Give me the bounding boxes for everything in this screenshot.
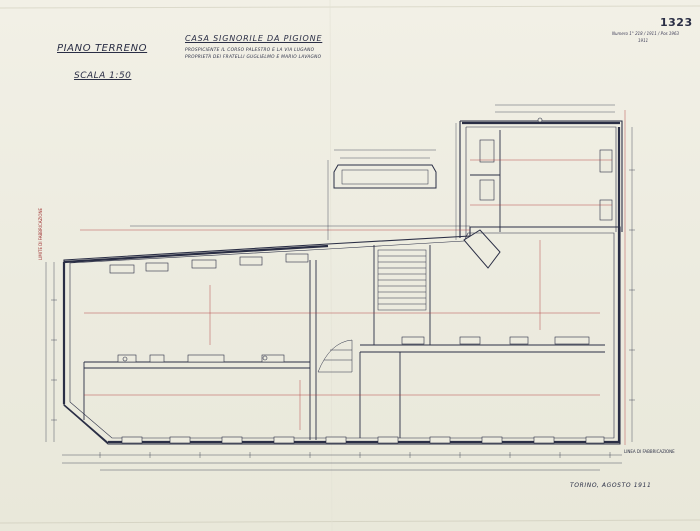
diagonal-wall bbox=[63, 404, 109, 444]
archive-note-year: 1911 bbox=[638, 38, 649, 43]
plan-title: PIANO TERRENO bbox=[57, 43, 148, 54]
scale-label: SCALA 1:50 bbox=[74, 71, 132, 81]
balcony-bay bbox=[333, 164, 437, 189]
outer-walls bbox=[63, 120, 623, 445]
staircase bbox=[317, 249, 427, 373]
archive-note: Numero 1° 218 / 1911 / Pos 1963 bbox=[612, 31, 680, 36]
dimension-lines-red bbox=[80, 110, 626, 445]
fixtures bbox=[109, 117, 613, 363]
dimension-ticks bbox=[51, 169, 635, 458]
corner-bay bbox=[463, 229, 501, 269]
archive-number: 1323 bbox=[660, 16, 693, 29]
left-boundary-label: LIMITE DI FABBRICAZIONE bbox=[38, 207, 43, 260]
windows-bottom bbox=[121, 436, 605, 444]
owners-line: PROPRIETÀ DEI FRATELLI GUGLIELMO E MARIO… bbox=[185, 55, 322, 60]
interior-walls bbox=[83, 130, 605, 440]
building-name: CASA SIGNORILE DA PIGIONE bbox=[185, 34, 323, 43]
dimension-lines-ink bbox=[45, 104, 633, 471]
address-line: PROSPICIENTE IL CORSO PALESTRO E LA VIA … bbox=[185, 48, 315, 53]
right-boundary-label: LINEA DI FABBRICAZIONE bbox=[624, 449, 675, 454]
place-date: TORINO, AGOSTO 1911 bbox=[570, 482, 652, 489]
